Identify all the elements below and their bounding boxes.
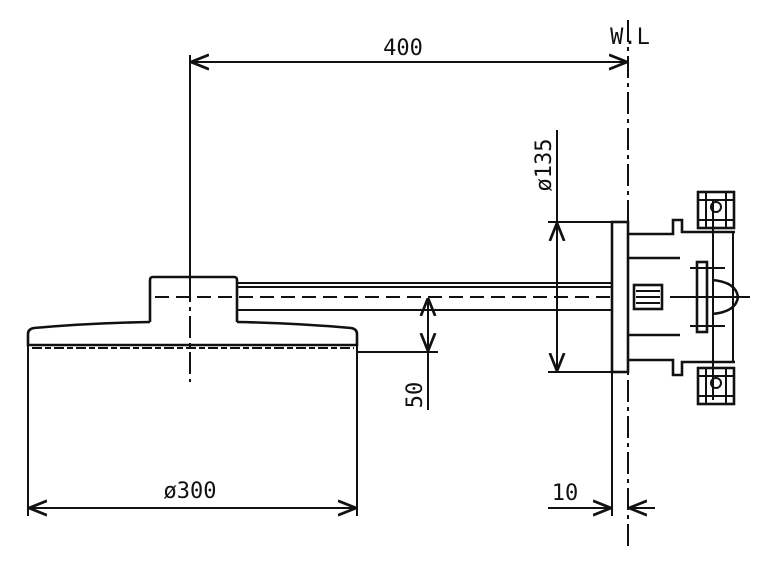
dim-50-label: 50 <box>403 382 428 409</box>
dim-135-label: ø135 <box>532 139 557 192</box>
shower-head <box>26 275 359 516</box>
dim-10-label: 10 <box>552 481 579 506</box>
dim-300-label: ø300 <box>164 479 217 504</box>
wall-flange <box>610 220 630 374</box>
valve-body <box>628 190 750 406</box>
dim-400-label: 400 <box>383 36 423 61</box>
wall-label: W.L <box>610 25 650 50</box>
shower-arm <box>155 282 612 311</box>
